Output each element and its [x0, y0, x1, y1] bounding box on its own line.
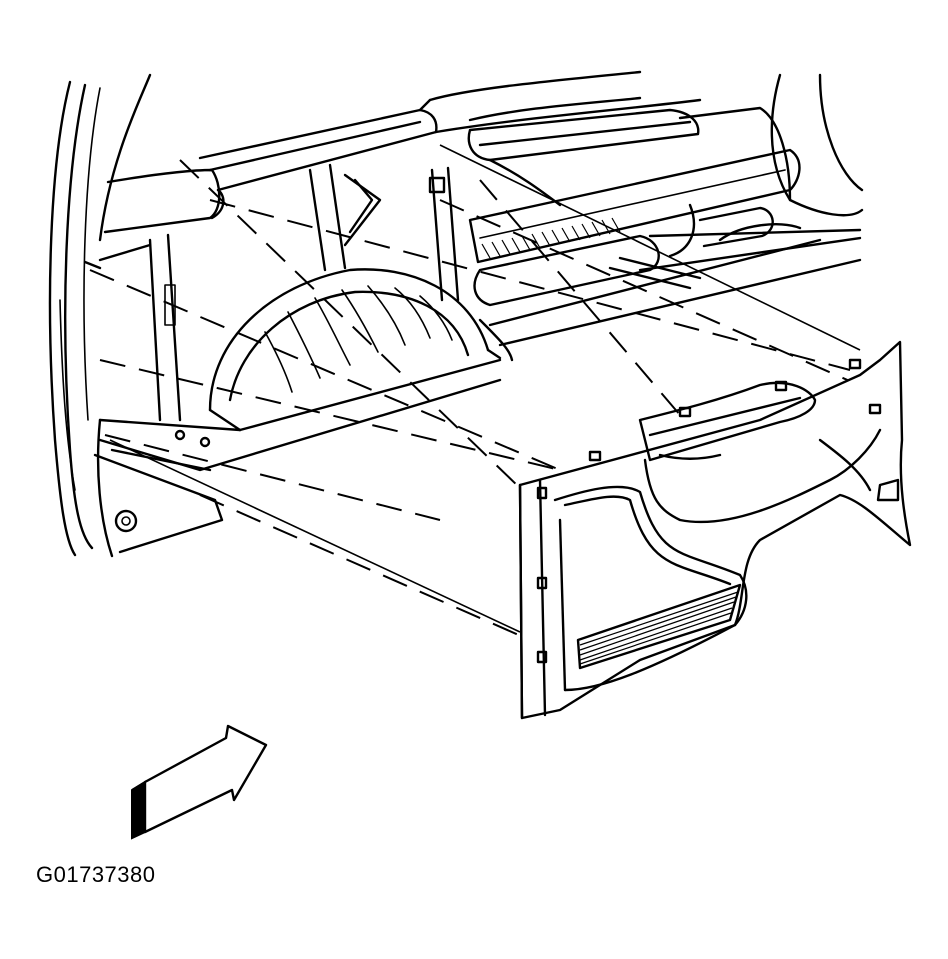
quarter-trim-panel: [518, 340, 912, 720]
view-direction-arrow: [131, 724, 268, 840]
upper-roof-rail: [98, 70, 702, 242]
wheelhouse: [208, 268, 502, 432]
panel-retainer-clips: [536, 358, 882, 664]
lower-floor: [98, 378, 502, 472]
sill-plate-hatch-upper: [481, 217, 621, 259]
lower-vent-grille: [576, 583, 742, 670]
inner-pillars: [83, 163, 460, 422]
removal-guide-lines: [89, 144, 871, 641]
figure-id-label: G01737380: [36, 862, 156, 887]
rear-quarter-upper: [467, 73, 864, 217]
left-body-pillar: [48, 80, 224, 558]
cargo-floor: [468, 148, 862, 362]
